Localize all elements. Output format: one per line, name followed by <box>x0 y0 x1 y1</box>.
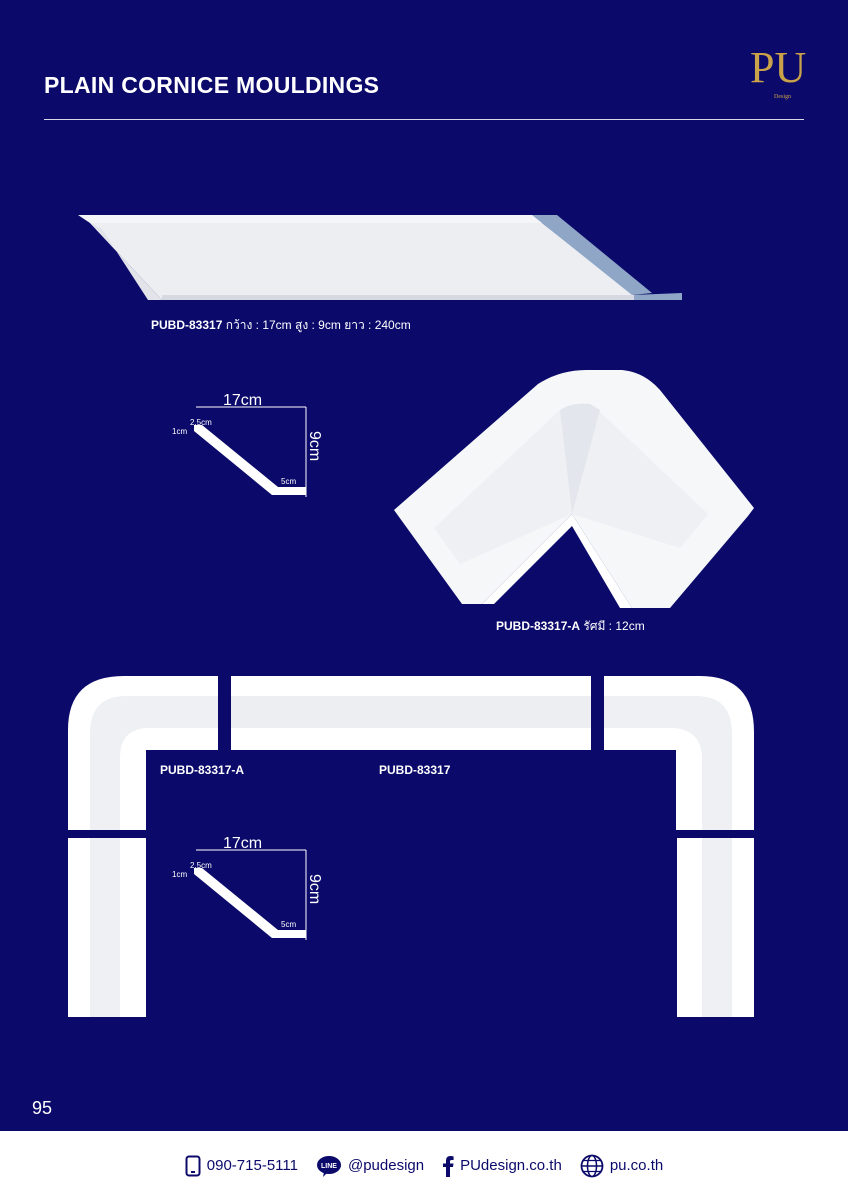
globe-icon <box>580 1154 604 1178</box>
profile-bottom-label: 5cm <box>281 477 296 486</box>
corner-moulding-image <box>394 370 754 608</box>
phone-contact[interactable]: 090-715-5111 <box>185 1155 298 1177</box>
profile-width-label: 17cm <box>223 392 262 409</box>
line-icon: LINE <box>316 1155 342 1177</box>
profile-diagram-top: 17cm 9cm 2.5cm 1cm 5cm <box>172 392 323 497</box>
phone-number: 090-715-5111 <box>206 1157 298 1174</box>
corner-product-caption: PUBD-83317-A รัศมี : 12cm <box>496 617 645 636</box>
profile-top-label: 2.5cm <box>190 861 212 870</box>
profile-diagram-bottom: 17cm 9cm 2.5cm 1cm 5cm <box>172 835 323 940</box>
header-divider <box>44 119 804 120</box>
profile-left-label: 1cm <box>172 870 187 879</box>
page-title: PLAIN CORNICE MOULDINGS <box>44 72 380 98</box>
facebook-page: PUdesign.co.th <box>460 1157 562 1174</box>
facebook-icon <box>442 1155 454 1177</box>
profile-width-label: 17cm <box>223 835 262 852</box>
phone-icon <box>185 1155 201 1177</box>
website-contact[interactable]: pu.co.th <box>580 1154 663 1178</box>
line-handle: @pudesign <box>347 1157 425 1174</box>
line-badge-text: LINE <box>321 1163 337 1170</box>
facebook-contact[interactable]: PUdesign.co.th <box>442 1155 562 1177</box>
main-product-caption: PUBD-83317 กว้าง : 17cm สูง : 9cm ยาว : … <box>151 316 411 335</box>
profile-top-label: 2.5cm <box>190 418 212 427</box>
profile-bottom-label: 5cm <box>281 920 296 929</box>
corner-product-spec: รัศมี : 12cm <box>583 619 645 633</box>
profile-height-label: 9cm <box>306 874 323 904</box>
assembly-corner-label: PUBD-83317-A <box>160 763 245 777</box>
brand-logo: PU Design <box>748 36 808 102</box>
contact-footer: 090-715-5111 LINE @pudesign PUdesign.co.… <box>0 1131 848 1200</box>
page-number: 95 <box>32 1098 53 1118</box>
straight-moulding-image <box>78 215 682 300</box>
logo-subtext: Design <box>774 94 791 100</box>
logo-letters: PU <box>750 43 806 92</box>
profile-left-label: 1cm <box>172 427 187 436</box>
profile-height-label: 9cm <box>306 431 323 461</box>
main-product-spec: กว้าง : 17cm สูง : 9cm ยาว : 240cm <box>225 318 411 332</box>
line-contact[interactable]: LINE @pudesign <box>316 1155 424 1177</box>
assembly-illustration <box>68 676 754 1017</box>
assembly-straight-label: PUBD-83317 <box>379 763 451 777</box>
corner-product-code: PUBD-83317-A <box>496 619 581 633</box>
main-product-code: PUBD-83317 <box>151 318 223 332</box>
website-link: pu.co.th <box>609 1157 664 1174</box>
